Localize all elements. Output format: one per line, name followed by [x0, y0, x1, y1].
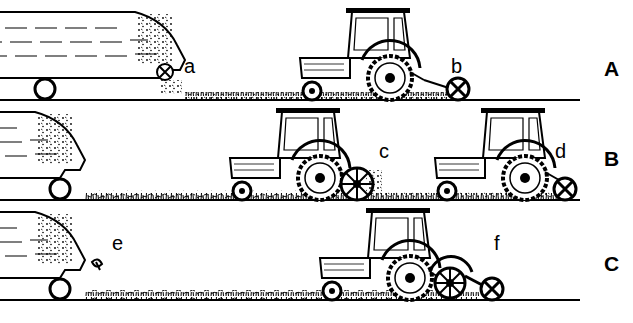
combine-harvester	[0, 112, 85, 178]
flail-chopper-part	[353, 180, 361, 188]
row-letter: A	[604, 58, 619, 80]
row-b	[0, 108, 580, 200]
tractor	[320, 208, 444, 300]
tractor	[435, 108, 559, 200]
chopper-rotor-combination-part	[435, 268, 465, 298]
spreader-rotor	[157, 64, 182, 94]
row-c-part	[88, 290, 433, 299]
row-a	[0, 8, 580, 100]
tractor	[300, 8, 424, 100]
row-letter: B	[604, 148, 619, 170]
flail-chopper-part	[366, 170, 382, 192]
spreader-rotor-part	[159, 66, 171, 78]
soil-rotor-part	[447, 78, 469, 100]
row-c-part	[50, 279, 70, 299]
flail-chopper	[341, 168, 382, 200]
soil-rotor-part	[450, 81, 466, 97]
row-c	[0, 208, 580, 300]
chopper-rotor-combination	[430, 257, 503, 300]
soil-rotor-part	[554, 178, 576, 200]
chopper-rotor-combination-part	[446, 279, 454, 287]
row-letter: C	[604, 253, 619, 275]
chopper-rotor-combination-part	[435, 268, 465, 298]
soil-rotor-part	[557, 181, 573, 197]
callout-letter: f	[494, 232, 500, 254]
combine-harvester	[0, 212, 85, 278]
spreader-rotor-part	[96, 262, 100, 270]
chopper-rotor-combination-part	[484, 281, 500, 297]
row-a-part	[35, 79, 55, 99]
soil-rotor	[424, 78, 469, 100]
tractor	[230, 108, 354, 200]
callout-letter: a	[184, 55, 195, 77]
soil-rotor	[554, 178, 576, 200]
callout-letter: d	[555, 140, 566, 162]
spreader-rotor	[92, 259, 102, 270]
callout-letter: c	[379, 140, 389, 162]
row-b-part	[50, 179, 70, 199]
callout-letter: e	[112, 232, 123, 254]
spreader-rotor-part	[157, 64, 173, 80]
spreader-rotor-part	[160, 80, 182, 94]
callout-letter: b	[451, 55, 462, 77]
chopper-rotor-combination-part	[481, 278, 503, 300]
